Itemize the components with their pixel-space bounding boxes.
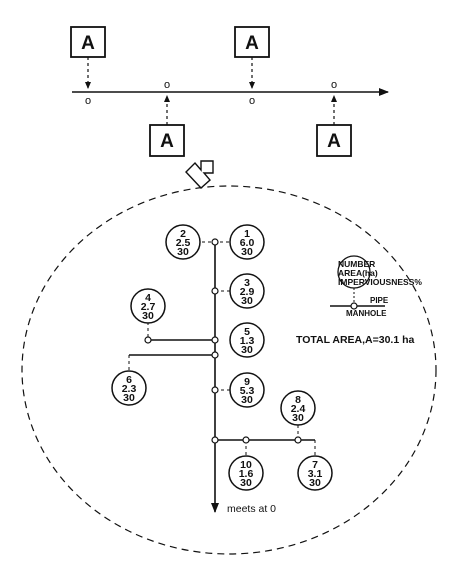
subcatchment-node-7: 7 3.1 30 — [297, 455, 333, 491]
subcatchment-node-5: 5 1.3 30 — [229, 322, 265, 358]
subcatchment-node-2: 2 2.5 30 — [165, 224, 201, 260]
subcatchment-area: 5.3 — [240, 385, 255, 397]
subcatchment-number: 10 — [240, 459, 252, 471]
subcatchment-nodes: 1 6.0 30 2 2.5 30 3 2.9 30 4 2.7 30 5 — [111, 224, 333, 491]
box-label: A — [81, 33, 95, 54]
subcatchment-number: 4 — [145, 292, 151, 304]
subcatchment-number: 7 — [312, 459, 318, 471]
subcatchment-imperviousness: 30 — [292, 412, 304, 424]
lateral-connectors — [128, 241, 316, 457]
manhole — [211, 386, 219, 394]
subcatchment-area: 2.4 — [291, 403, 306, 415]
manhole — [211, 436, 219, 444]
inflow-box-above-2: A — [234, 26, 270, 89]
manhole — [211, 238, 219, 246]
subcatchment-node-10: 10 1.6 30 — [228, 455, 264, 491]
legend-number-label: NUMBER — [338, 259, 375, 269]
manholes — [144, 238, 302, 444]
subcatchment-number: 2 — [180, 228, 186, 240]
subcatchment-area: 1.6 — [239, 468, 254, 480]
subcatchment-number: 8 — [295, 394, 301, 406]
subcatchment-imperviousness: 30 — [142, 310, 154, 322]
outlet-note: meets at 0 — [227, 503, 276, 515]
subcatchment-area: 2.5 — [176, 237, 191, 249]
subcatchment-imperviousness: 30 — [309, 477, 321, 489]
catchment-boundary — [21, 185, 437, 555]
manhole — [211, 287, 219, 295]
subcatchment-number: 6 — [126, 374, 132, 386]
subcatchment-node-4: 4 2.7 30 — [130, 288, 166, 324]
inflow-box-above-1: A — [70, 26, 106, 89]
subcatchment-imperviousness: 30 — [241, 295, 253, 307]
inflow-box-below-1: A — [149, 95, 185, 157]
subcatchment-area: 6.0 — [240, 237, 255, 249]
pipe-network — [129, 242, 315, 513]
legend-pipe-label: PIPE — [370, 296, 389, 305]
point-label: o — [249, 95, 255, 107]
legend-manhole-label: MANHOLE — [346, 309, 387, 318]
total-area-label: TOTAL AREA,A=30.1 ha — [296, 334, 415, 346]
manhole — [211, 336, 219, 344]
subcatchment-area: 2.7 — [141, 301, 156, 313]
subcatchment-node-3: 3 2.9 30 — [229, 273, 265, 309]
subcatchment-imperviousness: 30 — [177, 246, 189, 258]
subcatchment-imperviousness: 30 — [241, 394, 253, 406]
subcatchment-area: 1.3 — [240, 335, 255, 347]
subcatchment-number: 3 — [244, 277, 250, 289]
manhole — [144, 336, 152, 344]
inflow-box-below-2: A — [316, 95, 352, 157]
subcatchment-number: 1 — [244, 228, 250, 240]
subcatchment-imperviousness: 30 — [123, 392, 135, 404]
inflow-schematic: A A A A o o o o — [70, 26, 389, 157]
legend-area-label: AREA(ha) — [338, 268, 378, 278]
point-label: o — [331, 79, 337, 91]
box-label: A — [327, 131, 341, 152]
manhole — [211, 351, 219, 359]
legend: NUMBER AREA(ha) IMPERVIOUSNESS% PIPE MAN… — [330, 255, 422, 318]
subcatchment-node-1: 1 6.0 30 — [229, 224, 265, 260]
subcatchment-area: 2.3 — [122, 383, 137, 395]
point-label: o — [85, 95, 91, 107]
manhole — [242, 436, 250, 444]
box-label: A — [160, 131, 174, 152]
subcatchment-number: 5 — [244, 326, 250, 338]
legend-imperviousness-label: IMPERVIOUSNESS% — [338, 277, 422, 287]
zoom-pointer-arrow-icon — [185, 160, 214, 189]
subcatchment-area: 3.1 — [308, 468, 323, 480]
subcatchment-node-9: 9 5.3 30 — [229, 372, 265, 408]
box-label: A — [245, 33, 259, 54]
subcatchment-imperviousness: 30 — [241, 344, 253, 356]
subcatchment-number: 9 — [244, 376, 250, 388]
subcatchment-imperviousness: 30 — [241, 246, 253, 258]
subcatchment-node-8: 8 2.4 30 — [280, 390, 316, 426]
subcatchment-area: 2.9 — [240, 286, 255, 298]
subcatchment-node-6: 6 2.3 30 — [111, 370, 147, 406]
manhole — [294, 436, 302, 444]
subcatchment-imperviousness: 30 — [240, 477, 252, 489]
point-label: o — [164, 79, 170, 91]
legend-manhole-symbol — [350, 302, 358, 310]
